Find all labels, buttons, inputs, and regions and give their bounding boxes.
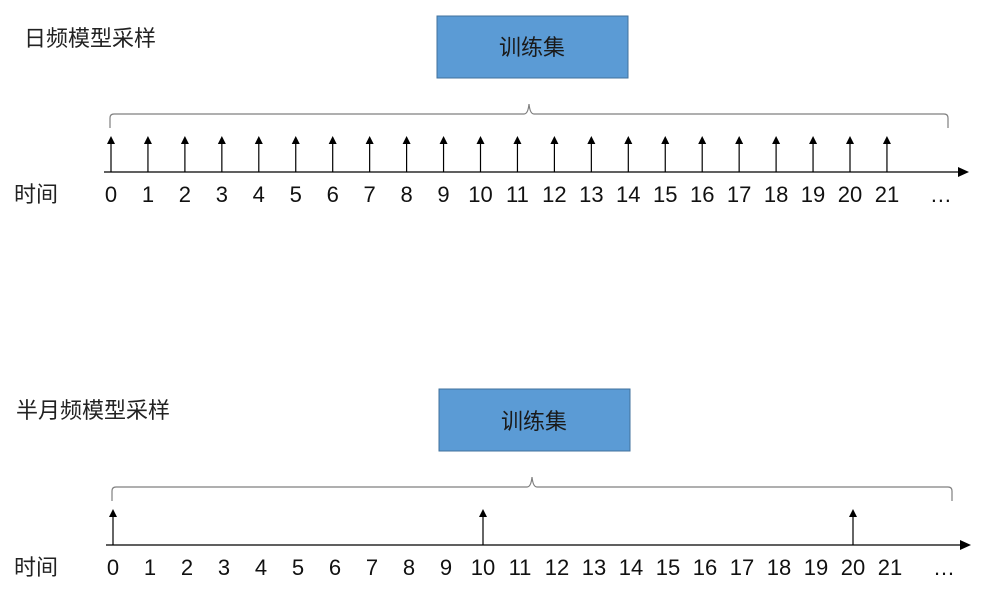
sample-arrow [698,136,707,172]
sample-arrow [849,509,857,545]
sample-arrow [254,136,263,172]
tick-label: 3 [218,555,230,580]
tick-label: 16 [690,182,714,207]
tick-label: 6 [327,182,339,207]
tick-label: 21 [875,182,899,207]
sample-arrow [479,509,487,545]
tick-label: 18 [767,555,791,580]
tick-label: 14 [616,182,640,207]
sample-arrow [439,136,448,172]
sample-arrow [772,136,781,172]
tick-label: 9 [437,182,449,207]
tick-label: 5 [292,555,304,580]
tick-label: 13 [579,182,603,207]
tick-label: 4 [255,555,267,580]
tick-label: 5 [290,182,302,207]
sample-arrow [107,136,115,172]
tick-label: 17 [727,182,751,207]
sample-arrow [365,136,374,172]
tick-label: 11 [506,182,529,207]
tick-label: 19 [801,182,825,207]
tick-label: 14 [619,555,643,580]
tick-label: 7 [366,555,378,580]
sample-arrow [180,136,189,172]
sample-arrow [513,136,522,172]
sample-arrow [143,136,152,172]
axis-ellipsis: … [933,555,955,580]
tick-label: 12 [542,182,566,207]
sample-arrow [109,509,117,545]
tick-label: 16 [693,555,717,580]
sample-arrow [328,136,337,172]
tick-label: 12 [545,555,569,580]
tick-label: 21 [878,555,902,580]
time-axis-label: 时间 [14,183,58,208]
tick-label: 13 [582,555,606,580]
time-axis-label: 时间 [14,556,58,581]
sample-arrow [882,136,891,172]
tick-label: 4 [253,182,265,207]
time-axis-arrow-icon [958,167,969,177]
tick-label: 15 [653,182,677,207]
tick-label: 3 [216,182,228,207]
sample-arrow [661,136,670,172]
sample-arrow [476,136,485,172]
tick-label: 1 [144,555,156,580]
axis-ellipsis: … [930,182,952,207]
sample-arrows [107,136,891,172]
tick-label: 1 [142,182,154,207]
tick-label: 6 [329,555,341,580]
training-range-bracket [111,476,953,501]
tick-label: 17 [730,555,754,580]
training-set-label: 训练集 [499,36,565,61]
sample-arrow [624,136,633,172]
training-range-bracket [109,103,949,128]
sample-arrow [217,136,226,172]
tick-label: 18 [764,182,788,207]
tick-label: 11 [509,555,532,580]
tick-label: 2 [181,555,193,580]
sample-arrow [291,136,300,172]
tick-label: 10 [471,555,495,580]
tick-label: 10 [468,182,492,207]
sample-arrow [550,136,559,172]
sample-arrow [402,136,411,172]
training-set-label: 训练集 [501,410,567,435]
sample-arrow [809,136,818,172]
tick-label: 20 [841,555,865,580]
tick-label: 9 [440,555,452,580]
training-set-box [436,15,629,79]
tick-label: 20 [838,182,862,207]
tick-label: 8 [403,555,415,580]
tick-label: 7 [364,182,376,207]
tick-label: 2 [179,182,191,207]
tick-label: 15 [656,555,680,580]
sample-arrows [109,509,857,545]
tick-label: 0 [105,182,117,207]
sample-arrow [735,136,744,172]
time-axis-arrow-icon [960,540,971,550]
panel-title: 日频模型采样 [24,27,156,52]
tick-label: 8 [400,182,412,207]
training-set-box [438,388,631,452]
sample-arrow [846,136,854,172]
tick-label: 19 [804,555,828,580]
sample-arrow [587,136,596,172]
panel-title: 半月频模型采样 [16,399,170,424]
tick-label: 0 [107,555,119,580]
